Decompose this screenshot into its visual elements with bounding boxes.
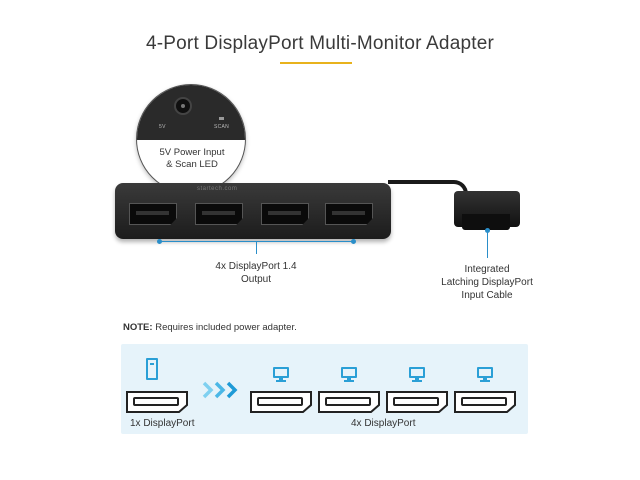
connection-diagram-panel: [121, 344, 528, 434]
outputs-label-line1: 4x DisplayPort 1.4: [215, 261, 297, 272]
page-title: 4-Port DisplayPort Multi-Monitor Adapter: [145, 33, 494, 54]
outputs-pointer-line: [256, 242, 257, 254]
displayport-plug-tip: [462, 214, 510, 230]
monitor-icon-2: [341, 367, 357, 382]
flow-arrow-icon: [202, 381, 238, 399]
cable-pointer-dot: [485, 228, 490, 233]
hub-displayport-2: [195, 203, 243, 225]
outputs-label: 4x DisplayPort 1.4 Output: [196, 260, 316, 286]
cable-label-line2: Latching DisplayPort: [441, 277, 533, 288]
hub-displayport-1: [129, 203, 177, 225]
cable-label-line1: Integrated: [464, 264, 510, 275]
callout-led-marking: SCAN: [214, 124, 230, 130]
power-jack-icon: [174, 97, 192, 115]
source-displayport-icon: [126, 391, 188, 413]
callout-device-closeup: 5V SCAN: [137, 85, 245, 140]
callout-caption-line1: 5V Power Input: [159, 147, 225, 158]
output-displayport-icon-3: [386, 391, 448, 413]
source-label: 1x DisplayPort: [130, 418, 195, 429]
monitor-icon-3: [409, 367, 425, 382]
cable-label-line3: Input Cable: [461, 290, 513, 301]
outputs-bracket-dot-right: [351, 239, 356, 244]
cable-pointer-line: [487, 230, 488, 258]
cable-label: Integrated Latching DisplayPort Input Ca…: [424, 263, 550, 302]
brand-logo: startech.com: [197, 186, 238, 192]
outputs-label-line2: Output: [240, 274, 272, 285]
power-input-callout: 5V SCAN 5V Power Input & Scan LED: [136, 84, 246, 194]
outputs-bracket-dot-left: [157, 239, 162, 244]
monitor-icon-1: [273, 367, 289, 382]
power-note: NOTE: Requires included power adapter.: [123, 322, 297, 333]
outputs-diagram-label: 4x DisplayPort: [351, 418, 416, 429]
callout-caption: 5V Power Input & Scan LED: [137, 147, 245, 171]
scan-led-icon: [219, 117, 224, 120]
output-displayport-icon-2: [318, 391, 380, 413]
adapter-hub: startech.com: [115, 183, 391, 239]
callout-caption-line2: & Scan LED: [166, 159, 218, 170]
title-underline: [280, 62, 352, 64]
callout-power-marking: 5V: [159, 124, 166, 130]
output-displayport-icon-1: [250, 391, 312, 413]
note-prefix: NOTE:: [123, 322, 153, 333]
note-text: Requires included power adapter.: [152, 322, 297, 333]
computer-tower-icon: [146, 358, 158, 380]
hub-displayport-4: [325, 203, 373, 225]
input-cable: [388, 180, 468, 194]
monitor-icon-4: [477, 367, 493, 382]
hub-displayport-3: [261, 203, 309, 225]
outputs-bracket-line: [160, 241, 354, 242]
output-displayport-icon-4: [454, 391, 516, 413]
